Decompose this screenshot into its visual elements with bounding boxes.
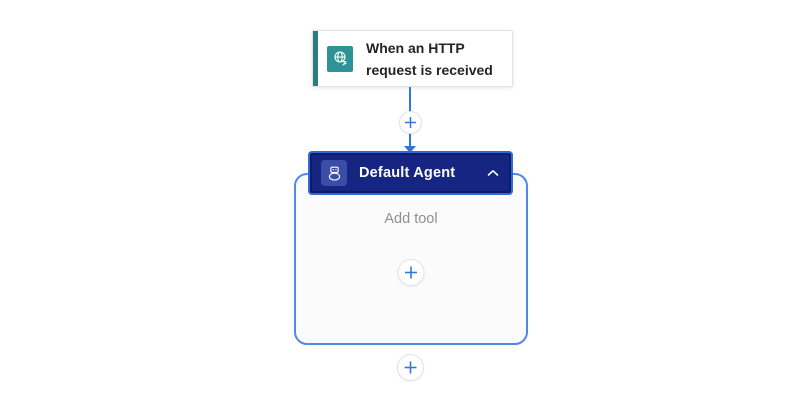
trigger-title: When an HTTP request is received [366,39,493,78]
chevron-up-icon [487,164,499,182]
agent-title: Default Agent [359,165,456,181]
trigger-accent-stripe [313,31,318,86]
agent-bot-icon [321,160,347,186]
connector-arrow-icon [404,146,416,153]
agent-tools-container: Add tool [294,173,528,345]
plus-icon [403,360,418,375]
agent-card-default-agent[interactable]: Default Agent [310,153,511,193]
add-tool-placeholder: Add tool [384,211,438,227]
collapse-button[interactable] [487,164,499,182]
plus-icon [404,116,417,129]
add-tool-button[interactable] [397,259,425,286]
trigger-card-http-request[interactable]: When an HTTP request is received [312,30,513,87]
insert-action-after-agent-button[interactable] [397,354,424,381]
insert-action-button[interactable] [399,111,422,134]
http-request-globe-icon [327,45,353,72]
plus-icon [404,265,419,280]
